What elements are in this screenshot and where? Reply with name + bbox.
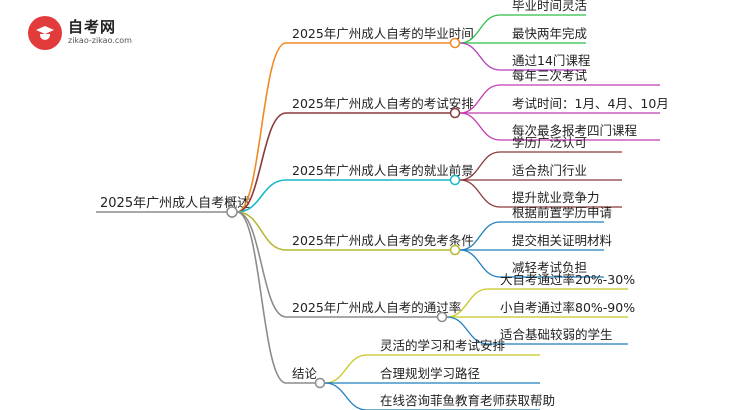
child-label: 在线咨询菲鱼教育老师获取帮助 bbox=[380, 393, 555, 408]
root-node bbox=[226, 206, 238, 218]
graduation-cap-icon bbox=[28, 16, 62, 50]
child-label: 小自考通过率80%-90% bbox=[500, 300, 635, 315]
child-label: 每次最多报考四门课程 bbox=[512, 123, 638, 138]
child-connector bbox=[446, 316, 489, 345]
child-label: 每年三次考试 bbox=[512, 68, 588, 83]
child-connector bbox=[459, 84, 501, 114]
child-connector bbox=[459, 221, 501, 251]
branch-node bbox=[449, 37, 461, 49]
branch-node bbox=[449, 244, 461, 256]
child-label: 通过14门课程 bbox=[512, 53, 591, 68]
child-connector bbox=[459, 179, 501, 208]
child-label: 提交相关证明材料 bbox=[512, 233, 613, 248]
child-label: 减轻考试负担 bbox=[512, 260, 587, 275]
child-label: 合理规划学习路径 bbox=[380, 366, 480, 381]
child-connector bbox=[459, 14, 501, 44]
child-label: 灵活的学习和考试安排 bbox=[380, 338, 506, 353]
child-label: 根据前置学历申请 bbox=[512, 205, 612, 220]
child-connector bbox=[459, 249, 501, 278]
child-label: 毕业时间灵活 bbox=[512, 0, 587, 13]
child-connector bbox=[459, 112, 501, 141]
branch-node bbox=[436, 311, 448, 323]
branch-connector bbox=[236, 211, 287, 384]
branch-label: 结论 bbox=[292, 366, 318, 381]
child-connector bbox=[459, 151, 501, 181]
branch-label: 2025年广州成人自考的通过率 bbox=[292, 300, 461, 315]
child-connector bbox=[459, 42, 501, 71]
child-label: 适合热门行业 bbox=[512, 163, 587, 178]
child-connector bbox=[324, 354, 368, 384]
branch-label: 2025年广州成人自考的考试安排 bbox=[292, 96, 474, 111]
branch-node bbox=[314, 377, 326, 389]
branch-connector bbox=[236, 179, 287, 213]
child-label: 学历广泛认可 bbox=[512, 135, 587, 150]
branch-node bbox=[449, 107, 461, 119]
branch-label: 2025年广州成人自考的就业前景 bbox=[292, 163, 474, 178]
logo-subtitle: zikao-zikao.com bbox=[68, 36, 132, 45]
logo-title: 自考网 bbox=[68, 18, 117, 36]
branch-connector bbox=[236, 211, 287, 251]
root-topic: 2025年广州成人自考概述 bbox=[100, 196, 250, 211]
site-logo[interactable]: 自考网 zikao-zikao.com bbox=[28, 14, 138, 54]
child-label: 大自考通过率20%-30% bbox=[500, 272, 635, 287]
child-label: 提升就业竞争力 bbox=[512, 190, 600, 205]
branch-node bbox=[449, 174, 461, 186]
branch-connector bbox=[236, 112, 287, 213]
branch-label: 2025年广州成人自考的毕业时间 bbox=[292, 26, 474, 41]
branch-connector bbox=[236, 211, 287, 318]
branch-label: 2025年广州成人自考的免考条件 bbox=[292, 233, 474, 248]
child-connector bbox=[324, 382, 368, 410]
child-label: 适合基础较弱的学生 bbox=[500, 327, 613, 342]
child-label: 最快两年完成 bbox=[512, 26, 587, 41]
child-connector bbox=[446, 288, 489, 318]
branch-connector bbox=[236, 42, 287, 213]
child-label: 考试时间：1月、4月、10月 bbox=[512, 96, 669, 111]
